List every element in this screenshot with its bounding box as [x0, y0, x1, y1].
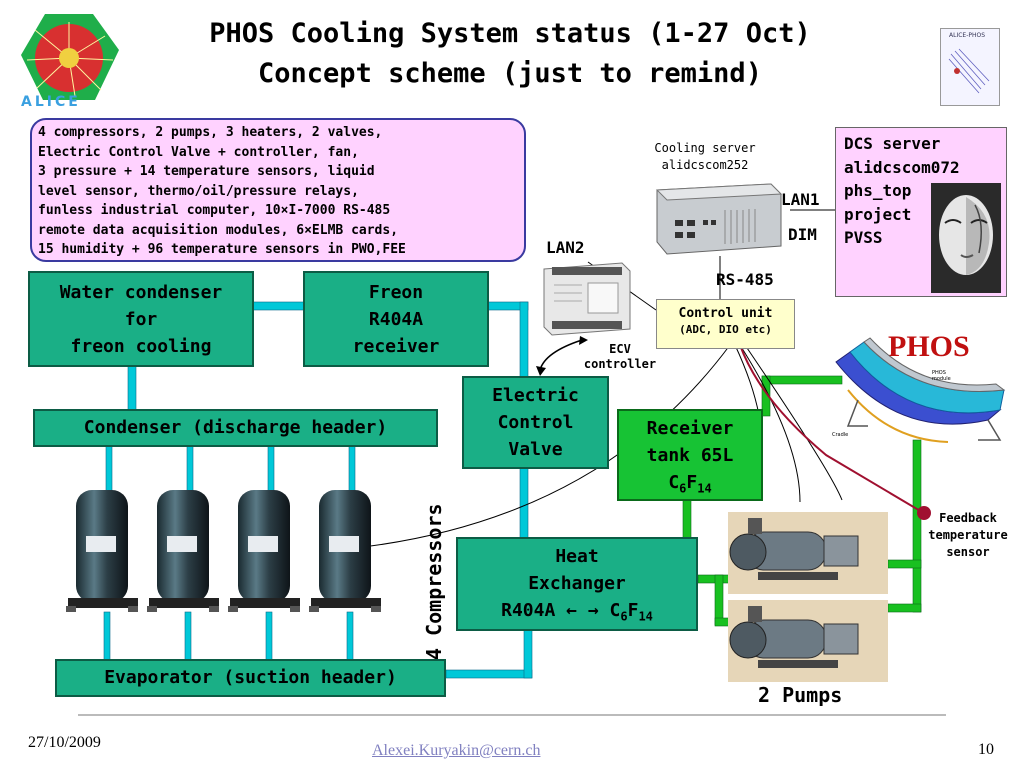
alice-logo: ALICE: [15, 10, 123, 110]
compressors-images: [62, 480, 414, 620]
cooling-server-image: [645, 180, 783, 258]
arrow-left-icon: ←: [566, 600, 577, 621]
lan2-label: LAN2: [546, 238, 585, 257]
freon-receiver-box: Freon R404A receiver: [303, 271, 489, 367]
alice-phos-logo-text: ALICE-PHOS: [949, 32, 986, 39]
slide-title: PHOS Cooling System status (1-27 Oct): [209, 18, 811, 49]
pumps-label: 2 Pumps: [758, 683, 843, 707]
receiver-tank-box: Receiver tank 65L C6F14: [617, 409, 763, 501]
feedback-sensor-dot: [917, 506, 931, 520]
ecv-link-arrow: [539, 339, 583, 371]
compressors-label: 4 Compressors: [422, 503, 446, 660]
alice-logo-text: ALICE: [21, 94, 81, 110]
slide-subtitle: Concept scheme (just to remind): [258, 58, 762, 89]
water-condenser-box: Water condenser for freon cooling: [28, 271, 254, 367]
components-summary: 4 compressors, 2 pumps, 3 heaters, 2 val…: [30, 118, 526, 262]
cradle-text: Cradle: [832, 432, 849, 438]
heat-exchanger-box: Heat Exchanger R404A ← → C6F14: [456, 537, 698, 631]
dim-label: DIM: [788, 225, 817, 244]
page-number: 10: [978, 741, 994, 758]
ecv-controller-label: ECV controller: [583, 342, 657, 371]
control-unit-box: Control unit (ADC, DIO etc): [656, 299, 795, 349]
phos-module-text: PHOS module: [932, 370, 951, 382]
footer-date: 27/10/2009: [28, 734, 101, 751]
pumps-images: [728, 512, 888, 682]
face-image: [931, 183, 1001, 293]
heat-exchanger-fluids: R404A ← → C6F14: [501, 600, 653, 624]
phos-label: PHOS: [888, 330, 970, 363]
phos-detector-image: PHOS module Cradle: [828, 330, 1018, 450]
arrow-right-icon: →: [587, 600, 599, 621]
feedback-sensor-label: Feedback temperature sensor: [928, 511, 1008, 559]
receiver-fluid-formula: C6F14: [668, 472, 712, 496]
condenser-header-box: Condenser (discharge header): [33, 409, 438, 447]
rs485-label: RS-485: [716, 270, 774, 289]
alice-phos-logo: ALICE-PHOS: [940, 28, 1000, 106]
cooling-server-label: Cooling server alidcscom252: [654, 141, 756, 172]
author-email-link[interactable]: Alexei.Kuryakin@cern.ch: [372, 742, 541, 759]
electric-control-valve-box: Electric Control Valve: [462, 376, 609, 469]
dcs-server-box: DCS server alidcscom072 phs_top project …: [835, 127, 1007, 297]
evaporator-header-box: Evaporator (suction header): [55, 659, 446, 697]
lan1-label: LAN1: [781, 190, 820, 209]
ecv-controller-image: [538, 255, 634, 339]
